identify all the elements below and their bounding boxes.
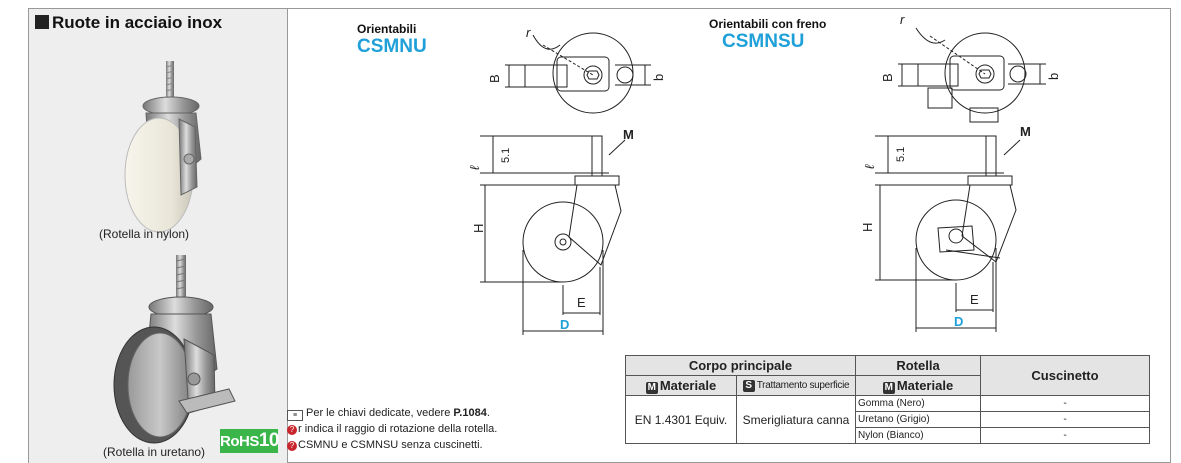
dim-51-left: 5.1 [500,148,512,163]
title-square-icon [35,15,49,29]
dim-E-left: E [577,295,586,310]
cell-bearing-0: - [980,395,1150,412]
section-title: Ruote in acciaio inox [35,13,222,33]
header-material-text: Materiale [659,377,717,393]
nylon-caster-photo [113,61,236,444]
dim-l-left: ℓ [467,165,482,170]
csmnsu-subtitle: Orientabili con freno [709,17,827,31]
rohs-number: 10 [258,430,280,451]
dim-r-right: r [900,12,905,27]
cell-wheel-0: Gomma (Nero) [855,395,981,412]
header-bearing: Cuscinetto [980,355,1150,396]
dim-l-right: ℓ [862,164,877,169]
csmnu-drawing: B b r M H ℓ 5.1 E [467,25,665,335]
note-2-text: r indica il raggio di rotazione della ro… [298,423,498,435]
header-treatment-text: Trattamento superficie [756,379,850,391]
treatment-icon: S [742,379,755,392]
dim-M-left: M [623,127,634,142]
material-icon: M [882,381,895,394]
dim-E-right: E [970,292,979,307]
note-1-suffix: . [486,407,490,419]
cell-bearing-2: - [980,427,1150,444]
csmnu-code: CSMNU [357,36,427,57]
dim-M-right: M [1020,124,1031,139]
header-body: Corpo principale [625,355,856,376]
dim-B-left: B [487,74,502,83]
dim-b-right: b [1046,73,1060,80]
csmnsu-drawing: B b r M H ℓ 5.1 E [860,12,1060,332]
cell-body-treatment: Smerigliatura canna [736,395,856,444]
product-photo-panel: Ruote in acciaio inox (Rotella in nylon)… [29,9,288,463]
rohs-label: RoHS [220,433,259,450]
cell-wheel-1: Uretano (Grigio) [855,411,981,428]
csmnu-subtitle: Orientabili [357,22,417,36]
rohs-badge: RoHS10 [220,429,280,453]
dim-B-right: B [880,73,895,82]
note-wrench: ≡Per le chiavi dedicate, vedere P.1084. [287,405,497,421]
csmnsu-code: CSMNSU [722,31,805,52]
notes-block: ≡Per le chiavi dedicate, vedere P.1084. … [287,405,497,453]
cell-bearing-1: - [980,411,1150,428]
note-1-text: Per le chiavi dedicate, vedere [306,407,454,419]
dim-r-left: r [526,25,531,40]
dim-b-left: b [651,74,665,81]
header-wheel-material-text: Materiale [896,377,954,393]
info-bulb-icon: ? [287,425,297,435]
note-radius: ?r indica il raggio di rotazione della r… [287,421,497,437]
cell-wheel-2: Nylon (Bianco) [855,427,981,444]
note-bearing: ?CSMNU e CSMNSU senza cuscinetti. [287,437,497,453]
material-icon: M [645,381,658,394]
dim-H-left: H [471,224,486,233]
info-bulb-icon: ? [287,441,297,451]
cell-body-material: EN 1.4301 Equiv. [625,395,737,444]
header-wheel: Rotella [855,355,981,376]
book-icon: ≡ [287,410,303,421]
note-3-text: CSMNU e CSMNSU senza cuscinetti. [298,439,483,451]
dim-D-left: D [560,317,570,332]
nylon-caption: (Rotella in nylon) [99,227,190,241]
urethane-caption: (Rotella in uretano) [103,445,206,459]
dim-D-right: D [954,314,964,329]
page-reference-link[interactable]: P.1084 [453,407,487,419]
dim-51-right: 5.1 [895,147,907,162]
dim-H-right: H [860,223,875,232]
section-title-text: Ruote in acciaio inox [52,13,223,32]
